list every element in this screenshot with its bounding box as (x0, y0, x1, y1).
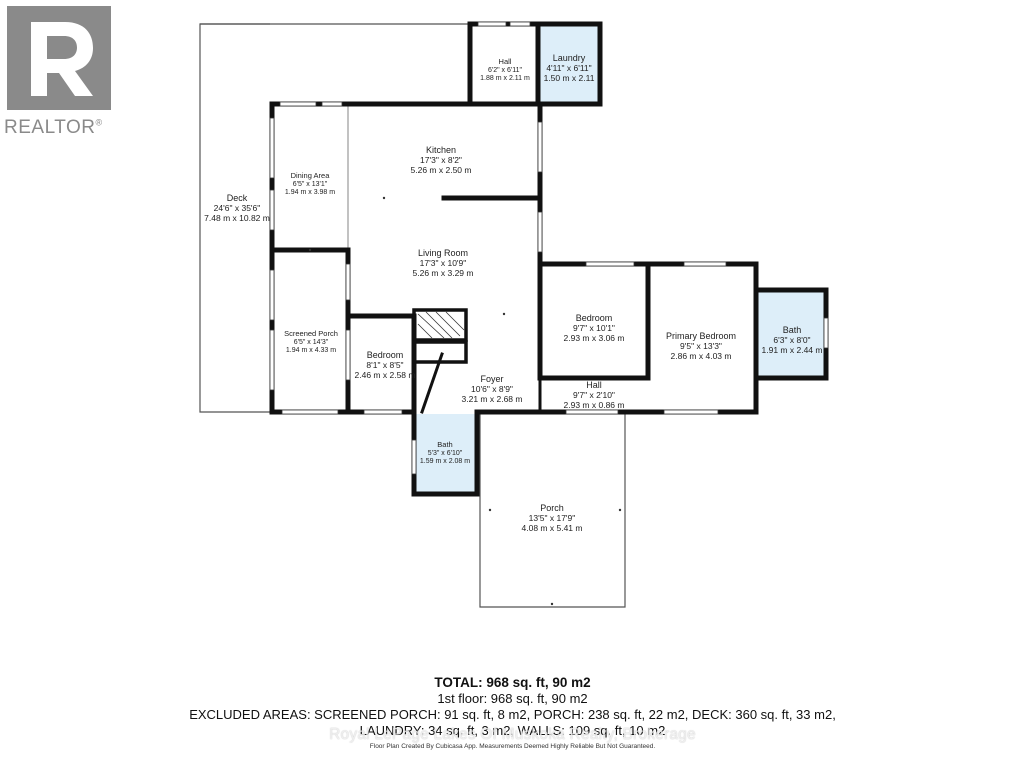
room-deck: Deck 24'6" x 35'6" 7.48 m x 10.82 m (204, 193, 270, 223)
room-laundry: Laundry 4'11" x 6'11" 1.50 m x 2.11 (543, 53, 595, 83)
total-area: TOTAL: 968 sq. ft, 90 m2 (434, 675, 591, 690)
realtor-r-icon (7, 6, 111, 110)
excluded-areas-line-2: LAUNDRY: 34 sq. ft, 3 m2, WALLS: 109 sq.… (359, 723, 666, 738)
room-living: Living Room 17'3" x 10'9" 5.26 m x 3.29 … (412, 248, 474, 278)
room-primary-bedroom: Primary Bedroom 9'5" x 13'3" 2.86 m x 4.… (665, 331, 737, 361)
bath-left-fill (414, 414, 477, 494)
laundry-fill (538, 24, 600, 104)
room-kitchen: Kitchen 17'3" x 8'2" 5.26 m x 2.50 m (410, 145, 472, 175)
room-bath-right: Bath 6'3" x 8'0" 1.91 m x 2.44 m (761, 325, 823, 355)
brokerage-watermark: Royal LePage Lakes Of Muskoka Realty, Br… (329, 726, 696, 743)
room-bath-left: Bath 5'3" x 6'10" 1.59 m x 2.08 m (419, 440, 471, 465)
deck-outline (199, 23, 468, 413)
realtor-logo: REALTOR® (4, 6, 116, 139)
room-bedroom-left: Bedroom 8'1" x 8'5" 2.46 m x 2.58 m (354, 350, 416, 380)
floor-plan-credit: Floor Plan Created By Cubicasa App. Meas… (369, 743, 656, 750)
area-summary: TOTAL: 968 sq. ft, 90 m2 1st floor: 968 … (0, 675, 1025, 751)
room-bedroom-mid: Bedroom 9'7" x 10'1" 2.93 m x 3.06 m (563, 313, 625, 343)
realtor-wordmark: REALTOR® (4, 117, 103, 138)
bath-right-fill (756, 290, 826, 378)
stair-hatch (417, 311, 465, 339)
room-porch: Porch 13'5" x 17'9" 4.08 m x 5.41 m (521, 503, 583, 533)
porch-outline (479, 412, 626, 608)
room-foyer: Foyer 10'6" x 8'9" 3.21 m x 2.68 m (461, 374, 523, 404)
first-floor-area: 1st floor: 968 sq. ft, 90 m2 (437, 691, 588, 706)
room-screened-porch: Screened Porch 6'5" x 14'3" 1.94 m x 4.3… (284, 329, 338, 354)
windows (269, 21, 829, 475)
room-hall-top: Hall 6'2" x 6'11" 1.88 m x 2.11 m (480, 57, 530, 82)
room-hall-bottom: Hall 9'7" x 2'10" 2.93 m x 0.86 m (563, 380, 625, 410)
door-markers (308, 196, 622, 606)
room-dining: Dining Area 6'5" x 13'1" 1.94 m x 3.98 m (284, 171, 336, 196)
excluded-areas-line-1: EXCLUDED AREAS: SCREENED PORCH: 91 sq. f… (189, 707, 836, 722)
